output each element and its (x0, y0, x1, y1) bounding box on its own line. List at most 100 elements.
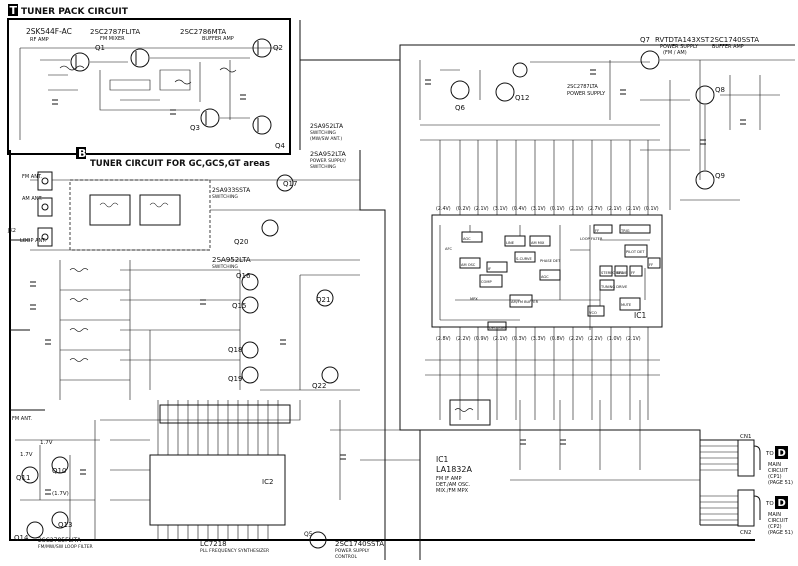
ic2-func: PLL FREQUENCY SYNTHESIZER (200, 548, 269, 554)
q7-label: Q7 (640, 36, 650, 44)
ic1-bottom-pin-voltage: (2.2V) (569, 336, 584, 342)
q10-label: Q10 (52, 467, 66, 475)
cn1-label: CN1 (740, 434, 751, 440)
q16-label: Q16 (236, 272, 251, 280)
q17b-sub: SWITCHING (310, 164, 336, 170)
left-lower-transistors (15, 420, 100, 540)
ic1-block (431, 214, 663, 328)
cn2-label: CN2 (740, 530, 751, 536)
ic1-function-block-label: TRIG (620, 229, 630, 233)
q3-part-label: 2SC2786MTA (180, 28, 226, 36)
q11-label: Q11 (16, 474, 30, 482)
tuner-pack-internals (19, 38, 280, 140)
lower-mid-parts (330, 399, 700, 500)
ic1-top-pin-voltage: (2.1V) (626, 206, 641, 212)
volt-1: 1.7V (40, 440, 53, 446)
q17-func: SWITCHING (310, 130, 336, 136)
q19-label: Q19 (228, 375, 242, 383)
ic1-bottom-pin-voltage: (0.3V) (512, 336, 527, 342)
q1-func-label: RF AMP (30, 37, 49, 43)
fm-ant-label: FM ANT. (22, 174, 42, 180)
ic1-function-block-label: TUNING DRIVE (600, 285, 628, 289)
q12-part: 2SC2787LTA (567, 84, 598, 90)
ic1-bottom-pin-voltage: (2.2V) (456, 336, 471, 342)
ic2-label: IC2 (262, 478, 273, 486)
t-badge-box (8, 4, 18, 16)
loop-ant-label: LOOP ANT. (20, 238, 47, 244)
q7-sub: (FM / AM) (663, 50, 687, 56)
ic1-bottom-pins (425, 327, 660, 420)
q7-func: POWER SUPPLY (660, 44, 699, 50)
ic1-function-block-label: COMP (481, 280, 492, 284)
ic1-bottom-pin-voltage: (0.9V) (474, 336, 489, 342)
ic1-function-block-label: S-CURVE (516, 257, 532, 261)
circuit-label-1: CIRCUIT (768, 468, 789, 474)
q6-label: Q6 (455, 104, 466, 112)
ic1-part: LA1832A (436, 465, 472, 474)
q2-part-label: 2SC2787FLITA (90, 28, 140, 36)
q17-part: 2SA952LTA (310, 123, 344, 130)
ic1-func-1: FM IF AMP (436, 476, 461, 482)
ic1-bottom-pin-labels: (2.8V)(2.2V)(0.9V)(2.1V)(0.3V)(3.3V)(0.8… (436, 336, 641, 342)
jack-label: JK2 (7, 228, 16, 234)
q3-label: Q3 (190, 124, 200, 132)
antenna-terminals (37, 171, 53, 247)
q12-func: POWER SUPPLY (567, 91, 606, 97)
ic1-top-pin-voltage: (2.7V) (588, 206, 603, 212)
ic1-function-block-label: DECODER (489, 326, 507, 330)
main-label-1: MAIN (768, 462, 781, 468)
b-badge: B (78, 147, 86, 160)
ic1-top-pin-voltage: (0.1V) (644, 206, 659, 212)
q14-func: FM/MW/SW LOOP FILTER (38, 544, 93, 550)
ic1-label: IC1 (634, 311, 646, 320)
ic1-bottom-pin-voltage: (0.8V) (550, 336, 565, 342)
ic1-top-pin-voltage: (0.2V) (456, 206, 471, 212)
ic1-top-pin-voltage: (0.1V) (550, 206, 565, 212)
ic1-function-block-label: AFC (445, 247, 453, 251)
cn2-connector (737, 489, 755, 527)
q17b-part: 2SA952LTA (310, 150, 346, 158)
volt-2: 1.7V (20, 452, 33, 458)
ic1-function-block-label: REG (616, 271, 624, 275)
cn1-connector (737, 439, 755, 477)
ic2-pins (100, 400, 301, 540)
ic2-part: LC7218 (200, 540, 227, 548)
ic1-top-pin-voltage: (2.4V) (436, 206, 451, 212)
ic1-function-block-label: IF (488, 267, 491, 271)
ic1-bottom-pin-voltage: (3.3V) (531, 336, 546, 342)
ic1-function-block-label: VCO (589, 311, 597, 315)
q17b-func: POWER SUPPLY/ (310, 158, 346, 164)
ic2-block (149, 454, 286, 526)
ic1-function-block-label: FF (595, 229, 599, 233)
to-label-2: TO (765, 501, 774, 507)
ic1-function-block-label: LOOP FILTER (580, 237, 603, 241)
q3-func-label: BUFFER AMP (202, 36, 234, 42)
ic1-function-block-label: STEREO DRIVE (601, 271, 628, 275)
q5-label: Q5 (304, 531, 313, 538)
t-badge: T (10, 4, 18, 17)
circuit-label-2: CIRCUIT (768, 518, 789, 524)
tuner-circuit-title: TUNER CIRCUIT FOR GC,GCS,GT areas (90, 159, 270, 169)
page-label-1: (PAGE 51) (768, 480, 793, 486)
d-badge-1: D (778, 448, 786, 459)
q18-part: 2SA933SSTA (212, 187, 251, 194)
d-badge-1-box (775, 446, 788, 459)
ic1-function-block-label: AM/FM BUFFER (511, 300, 539, 304)
ic1-func-3: MIX./FM MPX (436, 488, 469, 494)
ic1-function-block-label: AM MIX (531, 241, 545, 245)
q4-label: Q4 (275, 142, 286, 150)
q14-part: 2SC2785FLITA (38, 537, 82, 544)
d-badge-2-box (775, 496, 788, 509)
ic1-bottom-pin-voltage: (2.1V) (493, 336, 508, 342)
to-label-1: TO (765, 451, 774, 457)
ic1-function-block-label: AGC (541, 275, 549, 279)
ic1-function-block-label: LINE (506, 241, 515, 245)
ic1-function-block-label: PILOT DET (626, 250, 645, 254)
ic1-bottom-pin-voltage: (2.2V) (588, 336, 603, 342)
q5-symbol (309, 531, 327, 549)
q20-func: SWITCHING (212, 264, 238, 270)
q5-func: POWER SUPPLY (335, 548, 370, 554)
q5-part: 2SC1740SSTA (335, 540, 384, 548)
